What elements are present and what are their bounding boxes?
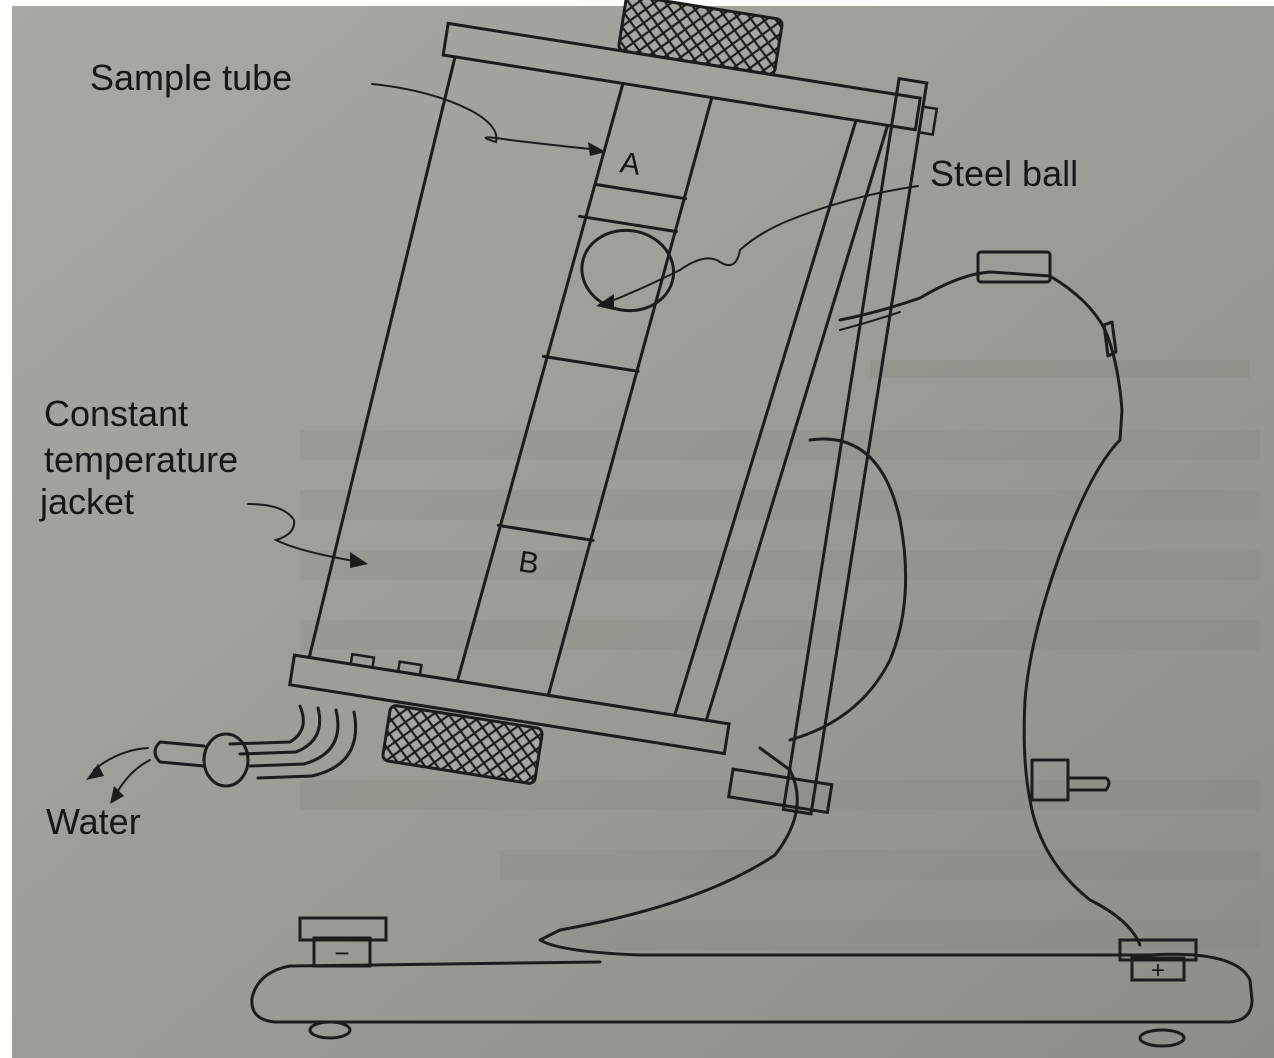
plus-terminal: + — [1118, 938, 1198, 984]
jacket-right-inner-wall — [673, 118, 858, 717]
mark-c-line — [578, 214, 678, 234]
sample-tube-label: Sample tube — [90, 57, 292, 98]
bottom-plate-tab-2 — [396, 660, 423, 677]
minus-terminal-label: − — [334, 938, 349, 968]
hose-connector — [202, 732, 250, 788]
motor-housing — [788, 437, 908, 742]
column-cap — [976, 250, 1052, 284]
tube-left-wall — [455, 81, 625, 683]
jacket-right-wall — [704, 123, 890, 722]
tilted-tube-assembly: A B — [288, 0, 939, 816]
right-bracket-foot — [726, 767, 834, 815]
right-foot — [1138, 1028, 1186, 1048]
right-bracket-top-cap — [917, 105, 939, 136]
water-hoses — [153, 704, 358, 788]
bottom-plate-tab-1 — [349, 652, 376, 669]
sample-tube-leader — [371, 83, 601, 151]
hose-nozzle — [153, 740, 206, 768]
right-bracket — [781, 76, 929, 816]
constant-temperature-label-line3: jacket — [39, 481, 134, 522]
jacket-leader — [247, 503, 361, 563]
white-left-margin — [0, 0, 12, 1058]
column-pin — [1102, 320, 1118, 358]
steel-ball-leader — [603, 185, 919, 305]
minus-terminal: − — [298, 916, 388, 968]
bottom-knurled-knob — [381, 704, 544, 785]
instrument-column — [838, 270, 1142, 947]
left-foot — [308, 1020, 352, 1040]
bleed-through-texture — [300, 360, 1260, 950]
sample-tube-arrowhead — [588, 142, 606, 156]
mark-a-line — [595, 183, 688, 201]
top-plate — [441, 21, 923, 132]
steel-ball-label: Steel ball — [930, 153, 1078, 194]
column-inner-edge — [839, 311, 901, 331]
mark-d-line — [541, 354, 640, 373]
constant-temperature-label-line2: temperature — [44, 439, 238, 480]
steel-ball-arrowhead — [596, 294, 614, 310]
steel-ball — [580, 228, 676, 313]
bottom-plate — [288, 653, 731, 756]
instrument-base — [250, 746, 1254, 1024]
constant-temperature-label-line1: Constant — [44, 393, 188, 434]
plus-terminal-label: + — [1151, 957, 1165, 984]
water-label: Water — [46, 801, 141, 842]
side-knob — [1030, 758, 1111, 802]
jacket-arrowhead — [350, 552, 368, 568]
mark-b-line — [496, 523, 595, 542]
water-flow-arrows — [86, 747, 151, 804]
